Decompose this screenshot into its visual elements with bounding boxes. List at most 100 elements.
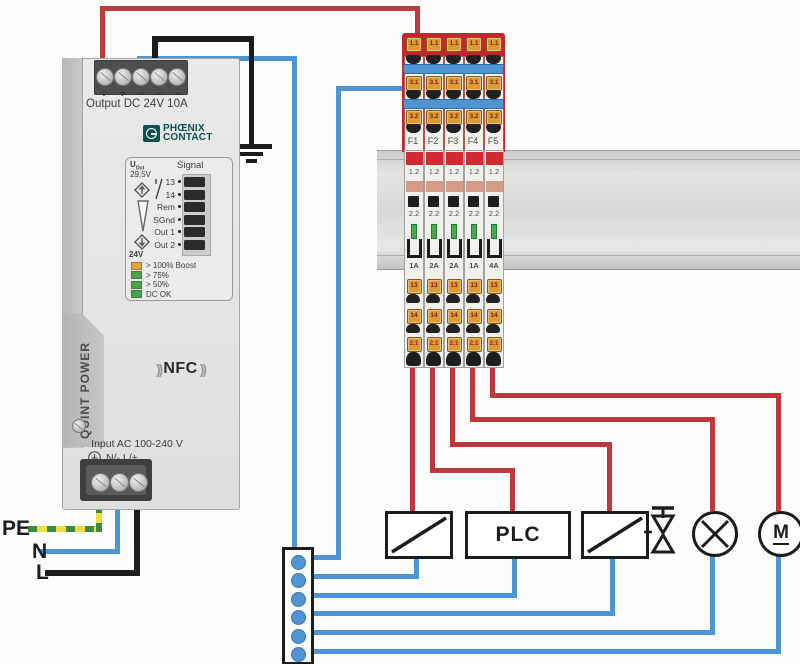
output-connector[interactable]: [445, 352, 461, 366]
input-screw-terminal[interactable]: [129, 473, 148, 492]
distribution-terminal[interactable]: [291, 628, 306, 644]
distribution-terminal[interactable]: [291, 647, 306, 662]
module-button[interactable]: [408, 196, 419, 207]
terminal-label-2-2: 2.2: [488, 209, 500, 218]
terminal-connector[interactable]: [445, 90, 461, 99]
wire-dc-plus: [415, 6, 420, 37]
wire-pe: [96, 498, 102, 532]
terminal-connector[interactable]: [465, 90, 481, 99]
terminal-connector[interactable]: [405, 55, 421, 64]
signal-row-label: Out 2: [154, 239, 175, 250]
signal-row: Out 1: [129, 226, 207, 239]
terminal-connector[interactable]: [425, 55, 441, 64]
terminal-connector[interactable]: [426, 294, 440, 303]
terminal-label-13: 13: [426, 279, 442, 294]
wire-f3-load: [450, 442, 612, 447]
module-red-band: [425, 152, 443, 165]
rating-label: 1A: [409, 261, 419, 270]
terminal-connector[interactable]: [466, 324, 480, 333]
signal-pin-connector[interactable]: [184, 239, 205, 250]
output-connector[interactable]: [405, 352, 421, 366]
ground-symbol: [240, 152, 263, 156]
module-button[interactable]: [468, 196, 479, 207]
signal-pin-connector[interactable]: [184, 214, 205, 225]
output-rating-label: Output DC 24V 10A: [86, 98, 188, 110]
terminal-connector[interactable]: [485, 90, 501, 99]
terminal-label-13: 13: [486, 279, 502, 294]
terminal-connector[interactable]: [405, 124, 421, 133]
terminal-connector[interactable]: [486, 324, 500, 333]
breaker-name-label: F3: [447, 136, 459, 146]
terminal-label-3-2: 3.2: [446, 110, 462, 125]
terminal-connector[interactable]: [465, 55, 481, 64]
wire-dc-minus: [292, 56, 297, 552]
terminal-connector[interactable]: [446, 324, 460, 333]
wire-earth: [152, 36, 158, 64]
nfc-wave-icon: )): [199, 361, 207, 377]
terminal-connector[interactable]: [406, 294, 420, 303]
wire-dc-plus: [100, 6, 420, 11]
input-screw-terminal[interactable]: [91, 473, 110, 492]
terminal-label-3-2: 3.2: [426, 110, 442, 125]
terminal-connector[interactable]: [426, 324, 440, 333]
terminal-label-1-1: 1.1: [486, 37, 502, 52]
phoenix-logo-icon: [143, 124, 160, 142]
terminal-connector[interactable]: [445, 55, 461, 64]
output-screw-terminal[interactable]: [168, 68, 186, 86]
wire-return-1: [414, 553, 419, 579]
ground-symbol: [231, 144, 272, 149]
output-connector[interactable]: [465, 352, 481, 366]
module-red-band: [485, 152, 503, 165]
module-marker-band: [405, 181, 423, 192]
relay-contact-symbol: [155, 178, 163, 200]
terminal-label-1-2: 1.2: [468, 167, 480, 176]
motor-label: M: [773, 522, 789, 545]
terminal-label-1-1: 1.1: [406, 37, 422, 52]
module-button[interactable]: [428, 196, 439, 207]
terminal-connector[interactable]: [465, 124, 481, 133]
adjust-pointer-icon[interactable]: [137, 200, 149, 232]
terminal-label-3-2: 3.2: [406, 110, 422, 125]
terminal-label-3-2: 3.2: [486, 110, 502, 125]
led-label: DC OK: [146, 289, 172, 299]
terminal-connector[interactable]: [425, 90, 441, 99]
distribution-terminal[interactable]: [291, 554, 306, 570]
wire-minus-feed: [336, 86, 341, 560]
adjust-value-label: 24V: [129, 250, 144, 259]
output-connector[interactable]: [425, 352, 441, 366]
terminal-connector[interactable]: [446, 294, 460, 303]
terminal-connector[interactable]: [406, 324, 420, 333]
terminal-connector[interactable]: [486, 294, 500, 303]
wire-f3-load: [607, 442, 612, 511]
terminal-connector[interactable]: [485, 55, 501, 64]
module-button[interactable]: [448, 196, 459, 207]
terminal-connector[interactable]: [485, 124, 501, 133]
signal-row: Rem: [129, 201, 207, 214]
signal-pin-connector[interactable]: [184, 177, 205, 187]
signal-pin-connector[interactable]: [184, 189, 205, 200]
output-connector[interactable]: [485, 352, 501, 366]
distribution-terminal[interactable]: [291, 573, 306, 588]
terminal-connector[interactable]: [466, 294, 480, 303]
signal-pin-connector[interactable]: [184, 202, 205, 212]
wire-minus-feed: [336, 86, 414, 91]
wire-f5-load: [776, 393, 781, 511]
output-screw-terminal[interactable]: [132, 68, 150, 86]
terminal-label-3-2: 3.2: [466, 110, 482, 125]
output-screw-terminal[interactable]: [114, 68, 132, 86]
output-screw-terminal[interactable]: [150, 68, 168, 86]
led-row: > 75%: [131, 271, 226, 281]
input-screw-terminal[interactable]: [110, 473, 129, 492]
terminal-label-2-1: 2.1: [486, 337, 502, 352]
module-button[interactable]: [488, 196, 499, 207]
terminal-label-1-2: 1.2: [448, 167, 460, 176]
terminal-connector[interactable]: [425, 124, 441, 133]
terminal-connector[interactable]: [445, 124, 461, 133]
terminal-connector[interactable]: [405, 90, 421, 99]
terminal-label-14: 14: [466, 309, 482, 324]
output-screw-terminal[interactable]: [96, 68, 114, 86]
distribution-terminal[interactable]: [291, 610, 306, 625]
signal-pin-connector[interactable]: [184, 227, 205, 237]
distribution-terminal[interactable]: [291, 591, 306, 607]
